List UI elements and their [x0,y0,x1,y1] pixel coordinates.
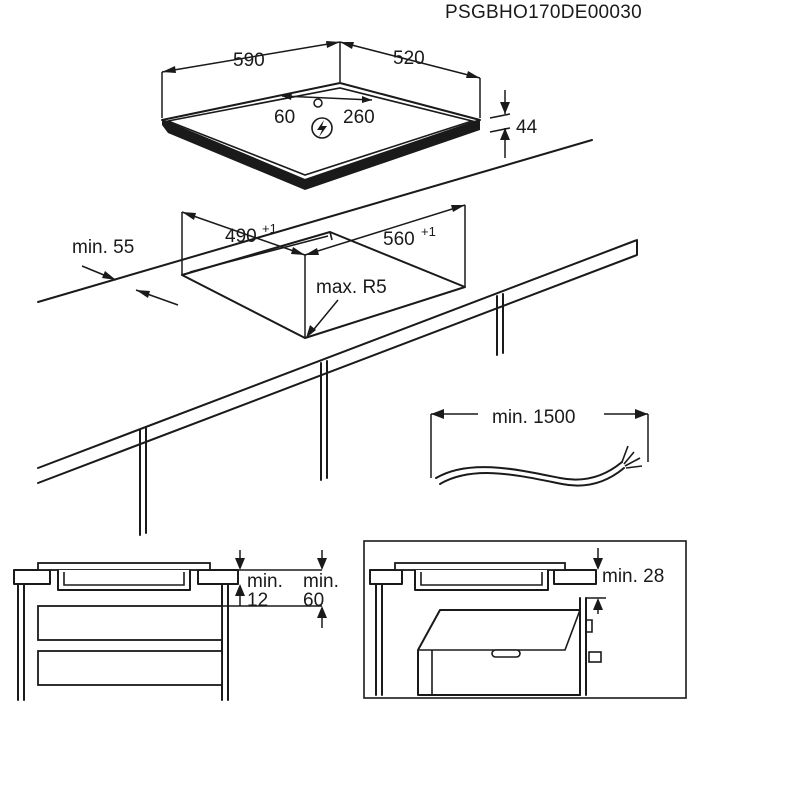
drawer-installation-drawing [13,550,327,701]
cutout-width-label: 490 [225,226,257,247]
hob-height-label: 44 [516,117,538,138]
front-edge-distance-label: min. 55 [72,237,134,258]
drawer-gap-top-min-label: min. [247,571,283,592]
cutout-depth-tolerance: +1 [421,224,436,239]
cable-drawing [430,409,649,487]
connection-left-label: 60 [274,107,295,128]
document-code: PSGBHO170DE00030 [445,2,642,23]
worktop-cutout-drawing [37,139,638,536]
hob-width-label: 590 [233,50,265,71]
cable-length-label: min. 1500 [492,407,575,428]
hob-depth-label: 520 [393,48,425,69]
drawer-gap-bottom-min-label: min. [303,571,339,592]
lightning-bolt-icon [311,117,333,139]
oven-installation-drawing [363,540,687,699]
drawer-gap-top-value: 12 [247,590,268,611]
cutout-depth-label: 560 [383,229,415,250]
hob-drawing [161,41,511,190]
corner-radius-label: max. R5 [316,277,387,298]
connection-right-label: 260 [343,107,375,128]
drawer-gap-bottom-value: 60 [303,590,324,611]
cutout-width-tolerance: +1 [262,221,277,236]
oven-gap-label: min. 28 [602,566,664,587]
